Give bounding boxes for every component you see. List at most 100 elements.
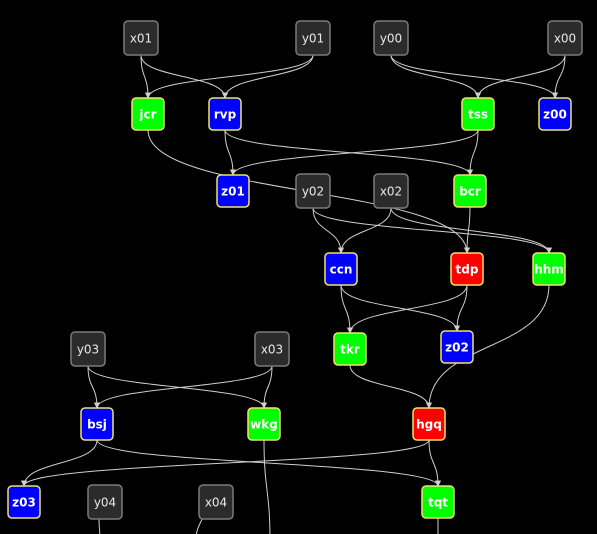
node-x03-label: x03 [261, 343, 283, 357]
node-ccn-label: ccn [330, 263, 353, 277]
nodes-layer: x01 y01 y00 x00 jcr rvp tss z00 z01 y02 x02 bcr ccn t… [7, 20, 583, 520]
node-bcr: bcr [453, 174, 487, 208]
edge-ccn-z02 [340, 284, 460, 332]
node-x04-box [198, 484, 234, 520]
node-tdp-label: tdp [456, 263, 479, 277]
node-x00-label: x00 [554, 32, 576, 46]
edge-wkg-bottom [263, 439, 271, 534]
node-z01-label: z01 [221, 185, 245, 199]
edge-y00-z00 [390, 54, 558, 99]
node-wkg-box [247, 407, 281, 441]
node-x01: x01 [123, 20, 159, 56]
edge-y02-hhm [312, 207, 552, 254]
node-x00: x00 [547, 20, 583, 56]
edge-bsj-z03 [21, 439, 98, 487]
node-z00-label: z00 [543, 108, 567, 122]
node-z01-box [216, 174, 250, 208]
node-y02: y02 [295, 173, 331, 209]
node-x02: x02 [373, 173, 409, 209]
edge-x02-hhm [390, 207, 552, 254]
edge-y00-tss [390, 54, 481, 99]
edge-x00-z00 [552, 54, 566, 99]
node-x04-label: x04 [205, 496, 227, 510]
node-z02-box [440, 330, 474, 364]
node-tdp: tdp [450, 252, 484, 286]
node-bcr-label: bcr [459, 185, 481, 199]
edge-bsj-tqt [96, 439, 441, 487]
edge-tss-bcr [467, 129, 479, 176]
edge-x00-tss [475, 54, 566, 99]
edge-x03-bsj [94, 365, 273, 409]
node-tss-label: tss [468, 108, 488, 122]
node-y00-label: y00 [380, 32, 402, 46]
edge-y04-bottom [98, 518, 101, 534]
edge-tkr-hgq [349, 364, 432, 409]
node-y03-label: y03 [77, 343, 99, 357]
node-y02-box [295, 173, 331, 209]
node-tkr-box [333, 332, 367, 366]
node-z00: z00 [538, 97, 572, 131]
node-x04: x04 [198, 484, 234, 520]
node-y01-box [295, 20, 331, 56]
node-z02: z02 [440, 330, 474, 364]
node-y02-label: y02 [302, 185, 324, 199]
node-bsj: bsj [80, 407, 114, 441]
node-z03-box [7, 485, 41, 519]
node-z02-label: z02 [445, 341, 469, 355]
node-wkg-label: wkg [250, 418, 278, 432]
node-bcr-box [453, 174, 487, 208]
node-y00: y00 [373, 20, 409, 56]
edge-x02-ccn [338, 207, 392, 254]
node-bsj-box [80, 407, 114, 441]
edge-rvp-bcr [224, 129, 473, 176]
node-y01: y01 [295, 20, 331, 56]
node-tdp-box [450, 252, 484, 286]
edge-y03-wkg [87, 365, 267, 409]
node-tkr: tkr [333, 332, 367, 366]
node-hhm-label: hhm [534, 263, 564, 277]
edge-y01-jcr [145, 54, 314, 99]
node-x03-box [254, 331, 290, 367]
node-z01: z01 [216, 174, 250, 208]
node-y01-label: y01 [302, 32, 324, 46]
edge-y01-rvp [222, 54, 314, 99]
edge-x01-rvp [140, 54, 228, 99]
node-hhm-box [532, 252, 566, 286]
edge-tdp-tkr [347, 284, 468, 334]
node-jcr-box [131, 97, 165, 131]
node-x01-label: x01 [130, 32, 152, 46]
node-tkr-label: tkr [340, 343, 360, 357]
edge-hhm-hgq [426, 284, 550, 409]
node-y04: y04 [87, 484, 123, 520]
node-tss-box [461, 97, 495, 131]
node-tqt-box [421, 485, 455, 519]
edge-tdp-z02 [454, 284, 468, 332]
node-x03: x03 [254, 331, 290, 367]
edge-x03-wkg [261, 365, 273, 409]
node-z00-box [538, 97, 572, 131]
edge-ccn-tkr [340, 284, 353, 334]
node-hgq: hgq [412, 407, 446, 441]
node-tqt: tqt [421, 485, 455, 519]
edge-hgq-z03 [21, 439, 430, 487]
node-hhm: hhm [532, 252, 566, 286]
node-x02-box [373, 173, 409, 209]
node-tqt-label: tqt [428, 496, 448, 510]
node-y00-box [373, 20, 409, 56]
node-y04-box [87, 484, 123, 520]
node-z03: z03 [7, 485, 41, 519]
node-x02-label: x02 [380, 185, 402, 199]
node-rvp: rvp [208, 97, 242, 131]
node-hgq-box [412, 407, 446, 441]
node-jcr-label: jcr [138, 108, 156, 122]
node-y03: y03 [70, 331, 106, 367]
node-rvp-label: rvp [214, 108, 237, 122]
node-tss: tss [461, 97, 495, 131]
node-bsj-label: bsj [87, 418, 107, 432]
node-y04-label: y04 [94, 496, 116, 510]
node-hgq-label: hgq [416, 418, 442, 432]
node-y03-box [70, 331, 106, 367]
node-rvp-box [208, 97, 242, 131]
node-wkg: wkg [247, 407, 281, 441]
